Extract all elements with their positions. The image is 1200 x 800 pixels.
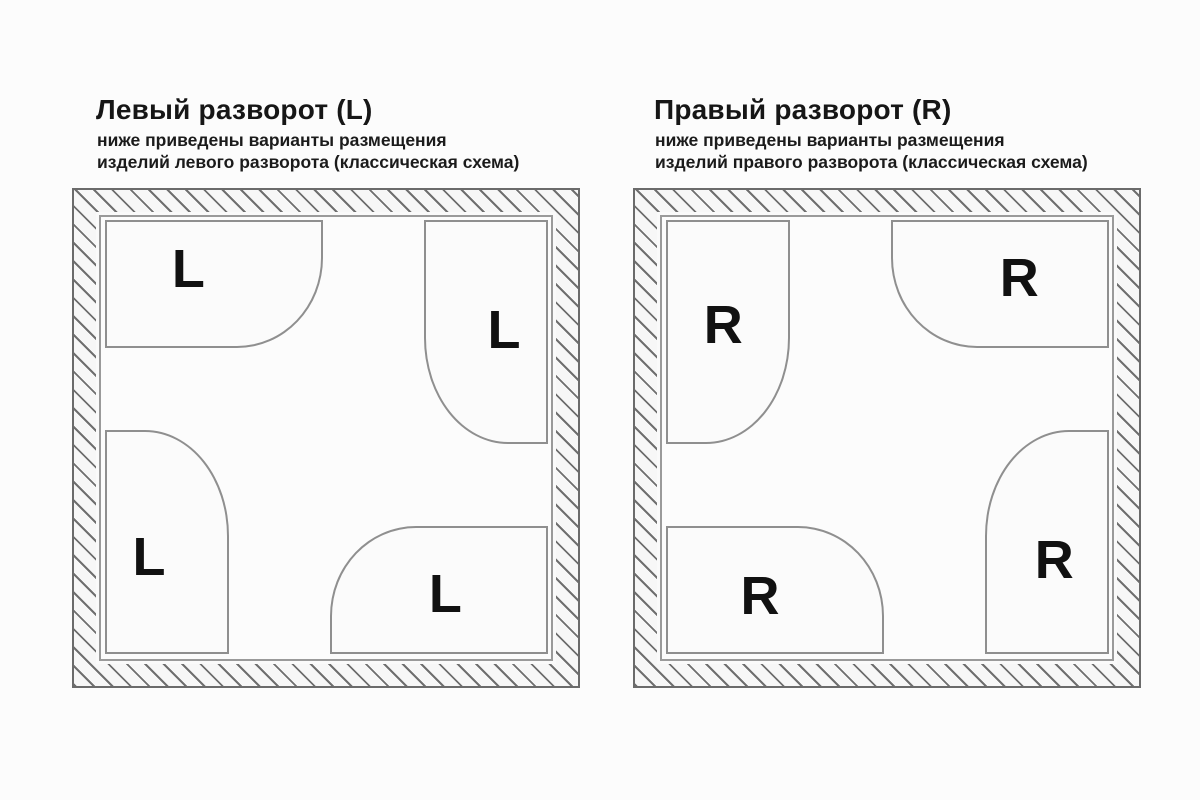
tray-orientation-label: L xyxy=(171,239,205,300)
tray-orientation-label: L xyxy=(428,563,462,624)
left-panel-title: Левый разворот (L) xyxy=(96,94,373,125)
right-panel-subtitle-line1: ниже приведены варианты размещения xyxy=(655,130,1005,150)
tray-orientation-label: R xyxy=(1034,529,1074,590)
left-tray-bottom-left: L xyxy=(105,430,229,654)
right-panel-subtitle-line2: изделий правого разворота (классическая … xyxy=(655,151,1088,172)
left-panel-subtitle: ниже приведены варианты размещения издел… xyxy=(97,130,519,173)
right-tray-top-left: R xyxy=(666,220,790,444)
right-room-floor: R R R R xyxy=(660,215,1114,661)
left-tray-top-left: L xyxy=(105,220,323,348)
right-panel-title: Правый разворот (R) xyxy=(654,94,952,125)
left-panel-subtitle-line1: ниже приведены варианты размещения xyxy=(97,130,447,150)
tray-orientation-label: L xyxy=(132,527,166,588)
left-tray-top-right: L xyxy=(424,220,548,444)
tray-orientation-label: L xyxy=(487,299,521,360)
right-tray-top-right: R xyxy=(891,220,1109,348)
left-room-floor: L L L L xyxy=(99,215,553,661)
right-room-floorplan: R R R R xyxy=(633,188,1141,688)
tray-orientation-label: R xyxy=(740,566,780,627)
right-tray-bottom-left: R xyxy=(666,526,884,654)
left-panel-subtitle-line2: изделий левого разворота (классическая с… xyxy=(97,151,520,172)
left-tray-bottom-right: L xyxy=(330,526,548,654)
tray-orientation-label: R xyxy=(999,247,1039,308)
right-tray-bottom-right: R xyxy=(985,430,1109,654)
right-panel-subtitle: ниже приведены варианты размещения издел… xyxy=(655,130,1088,173)
left-room-floorplan: L L L L xyxy=(72,188,580,688)
tray-orientation-label: R xyxy=(703,295,743,356)
